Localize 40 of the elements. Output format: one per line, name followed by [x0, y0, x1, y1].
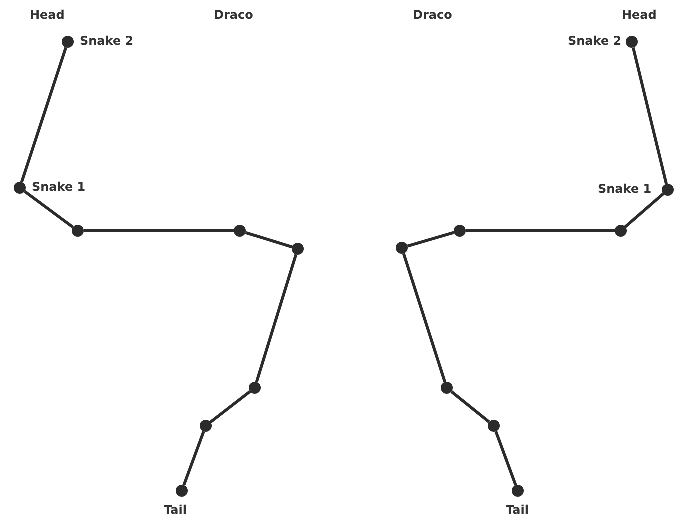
star-label: Tail [164, 503, 187, 517]
star-dot [200, 420, 212, 432]
star-label: Snake 2 [80, 34, 134, 48]
star-label: Tail [506, 503, 529, 517]
constellation-line [255, 254, 298, 383]
constellation-line [407, 231, 455, 248]
constellation-line [20, 47, 68, 183]
heading-text: Head [622, 8, 657, 22]
star-dot [488, 420, 500, 432]
star-dot [512, 485, 524, 497]
star-dot [626, 36, 638, 48]
heading-text: Draco [413, 8, 452, 22]
constellation-line [84, 230, 234, 232]
star-dot [176, 485, 188, 497]
constellation-line [494, 431, 518, 486]
constellation-line [624, 192, 664, 228]
heading-text: Head [30, 8, 65, 22]
star-dot [615, 225, 627, 237]
heading-text: Draco [214, 8, 254, 22]
star-label: Snake 1 [32, 180, 86, 194]
star-dot [454, 225, 466, 237]
constellation-line [450, 390, 490, 424]
star-dot [292, 243, 304, 255]
star-dot [14, 182, 26, 194]
star-dot [662, 184, 674, 196]
constellation-line [24, 190, 74, 229]
constellation-line [466, 230, 615, 232]
star-dot [72, 225, 84, 237]
constellation-line [632, 47, 668, 185]
constellation-line [182, 431, 206, 486]
constellation-line [402, 253, 447, 383]
star-dot [249, 382, 261, 394]
star-dot [62, 36, 74, 48]
star-dot [234, 225, 246, 237]
star-dot [441, 382, 453, 394]
constellation-line [210, 390, 252, 424]
star-label: Snake 1 [598, 182, 652, 196]
star-dot [396, 242, 408, 254]
star-label: Snake 2 [568, 34, 622, 48]
constellation-line [245, 231, 293, 249]
